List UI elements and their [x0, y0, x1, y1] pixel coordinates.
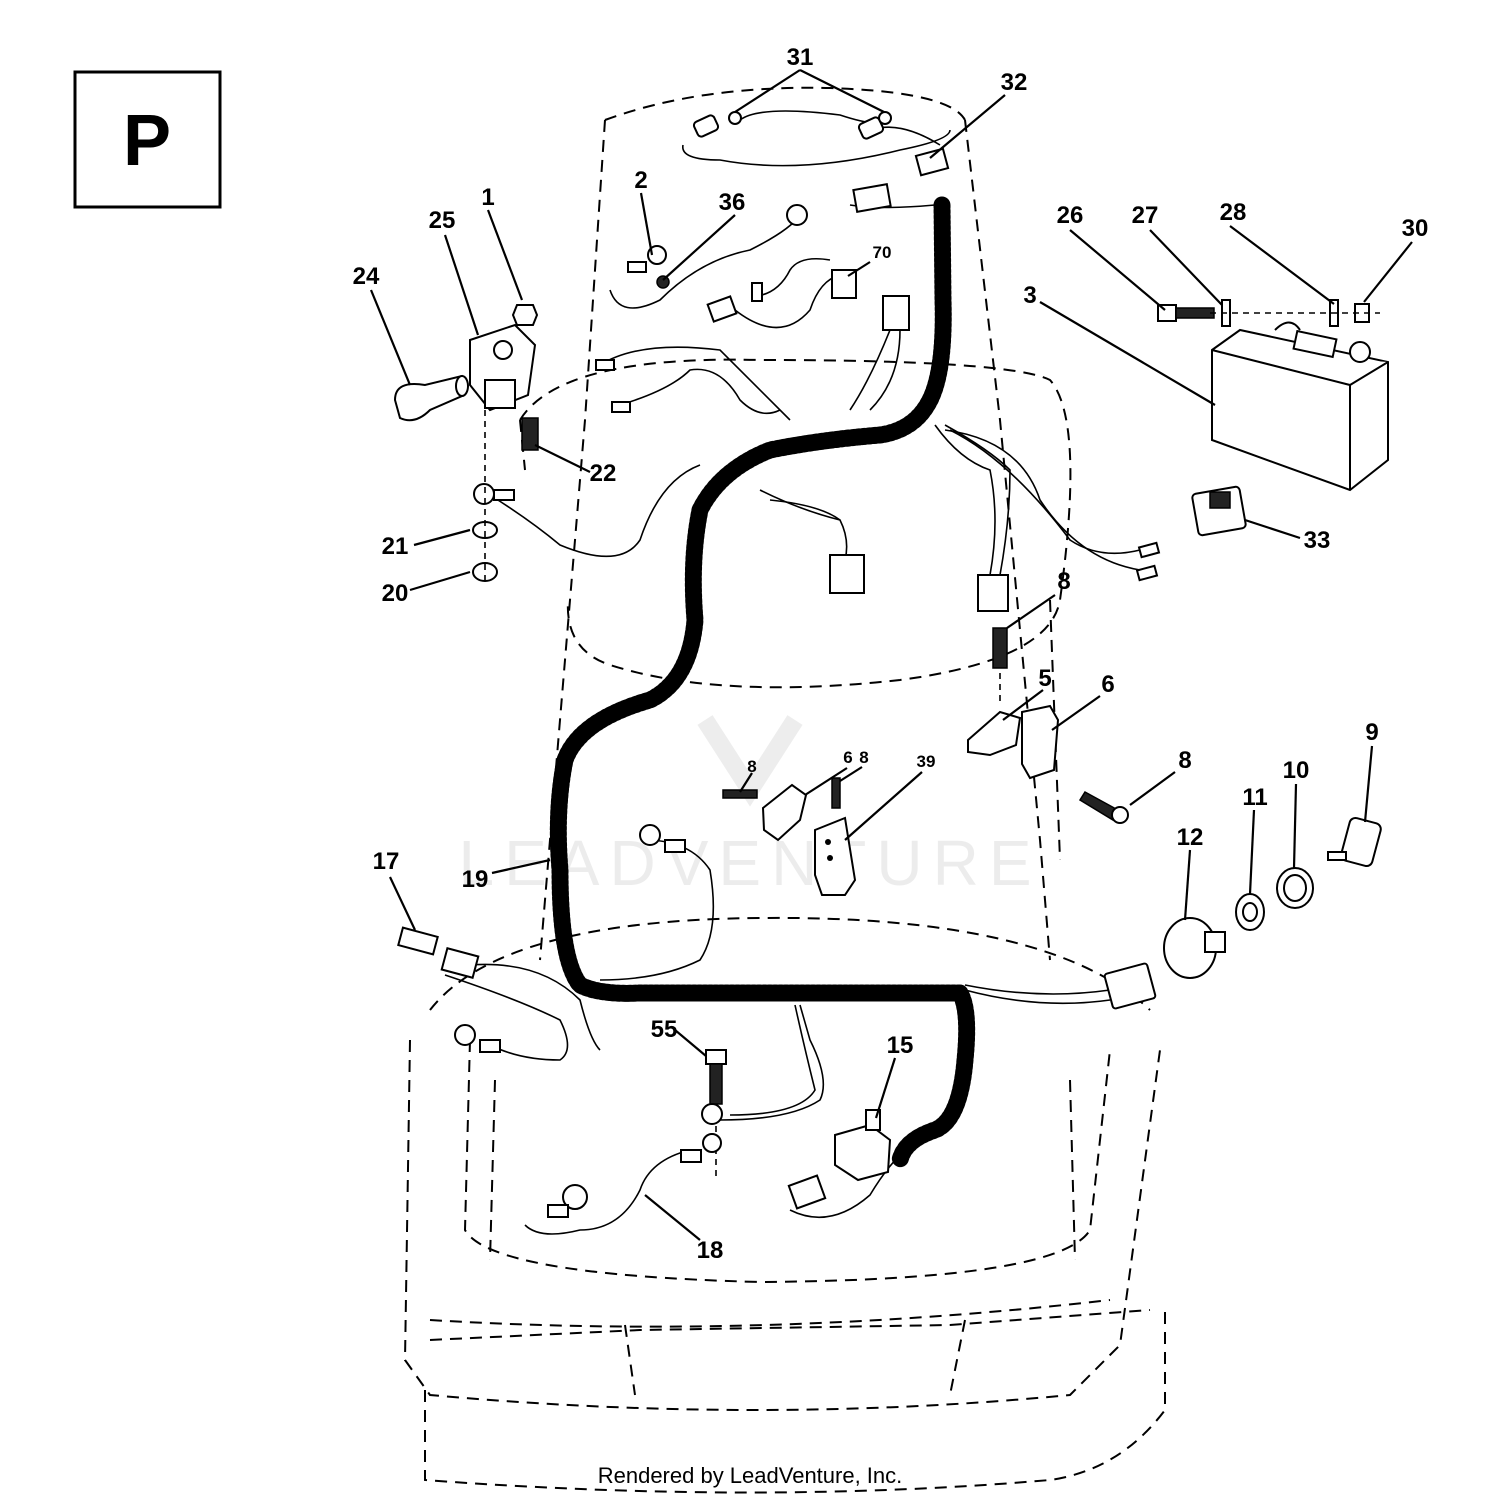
callout-39: 39	[917, 752, 936, 771]
part-12-ignition-switch	[1163, 917, 1226, 979]
part-25-solenoid	[469, 323, 537, 412]
callout-55: 55	[651, 1016, 678, 1043]
callout-22: 22	[590, 460, 617, 487]
part-1-nut	[511, 304, 539, 326]
callout-8-lower: 8	[1178, 747, 1191, 774]
part-18-ground-wire	[547, 1133, 722, 1218]
callout-6-right: 6	[1101, 671, 1114, 698]
callout-19: 19	[462, 866, 489, 893]
callout-24: 24	[353, 263, 380, 290]
callout-3: 3	[1023, 282, 1036, 309]
ignition-connector	[1103, 962, 1157, 1010]
main-wiring-harness	[549, 196, 976, 1169]
callout-12: 12	[1177, 824, 1204, 851]
part-24-boot	[393, 374, 469, 422]
callout-20: 20	[382, 580, 409, 607]
part-36-ring-terminal	[627, 204, 808, 289]
page-letter-box: P	[73, 70, 222, 209]
callout-27: 27	[1132, 202, 1159, 229]
part-10-bezel	[1276, 867, 1314, 909]
part-32-connector	[914, 147, 950, 177]
callout-31: 31	[787, 44, 814, 71]
callout-36: 36	[719, 189, 746, 216]
callout-6-center: 6	[843, 748, 852, 767]
callout-5: 5	[1038, 665, 1051, 692]
callout-8-center-right: 8	[859, 748, 868, 767]
callout-15: 15	[887, 1032, 914, 1059]
part-33-switch	[1191, 485, 1247, 537]
part-17-fuse	[397, 824, 686, 1053]
part-55-bolt	[701, 1049, 727, 1180]
callout-11: 11	[1242, 784, 1267, 811]
part-6-switch-center	[722, 777, 841, 842]
callout-17: 17	[373, 848, 400, 875]
part-8-screw	[1078, 791, 1129, 824]
callout-32: 32	[1001, 69, 1028, 96]
callout-33: 33	[1304, 527, 1331, 554]
callout-28: 28	[1220, 199, 1247, 226]
part-15-seat-switch	[787, 1109, 892, 1210]
part-11-nut	[1235, 893, 1265, 931]
callout-70: 70	[873, 243, 892, 262]
callout-labels: 31 32 2 36 70 26 27 28 30 3 25 1 24 22 2…	[353, 44, 1429, 1264]
callout-30: 30	[1402, 215, 1429, 242]
callout-8-center-left: 8	[747, 757, 756, 776]
callout-1: 1	[481, 184, 494, 211]
part-9-key	[1327, 816, 1382, 868]
callout-26: 26	[1057, 202, 1084, 229]
page-letter: P	[123, 101, 171, 181]
footer-credit: Rendered by LeadVenture, Inc.	[598, 1463, 903, 1488]
part-39-bracket	[814, 816, 857, 896]
part-22-bolt	[521, 417, 539, 451]
callout-2: 2	[634, 167, 647, 194]
part-20-21-hardware	[472, 410, 515, 585]
part-3-battery	[1211, 321, 1389, 492]
leader-lines	[369, 69, 1413, 1241]
part-6-switch	[1021, 704, 1060, 780]
part-31-lamps	[692, 111, 892, 140]
callout-21: 21	[382, 533, 409, 560]
battery-hardware	[1157, 299, 1380, 327]
harness-connectors	[595, 183, 1161, 612]
callout-10: 10	[1283, 757, 1310, 784]
callout-18: 18	[697, 1237, 724, 1264]
part-5-bracket	[967, 627, 1022, 757]
watermark: LEADVENTURE	[459, 715, 1032, 899]
wiring	[444, 110, 1141, 1235]
callout-9: 9	[1365, 719, 1378, 746]
callout-8-upper: 8	[1057, 568, 1070, 595]
callout-25: 25	[429, 207, 456, 234]
